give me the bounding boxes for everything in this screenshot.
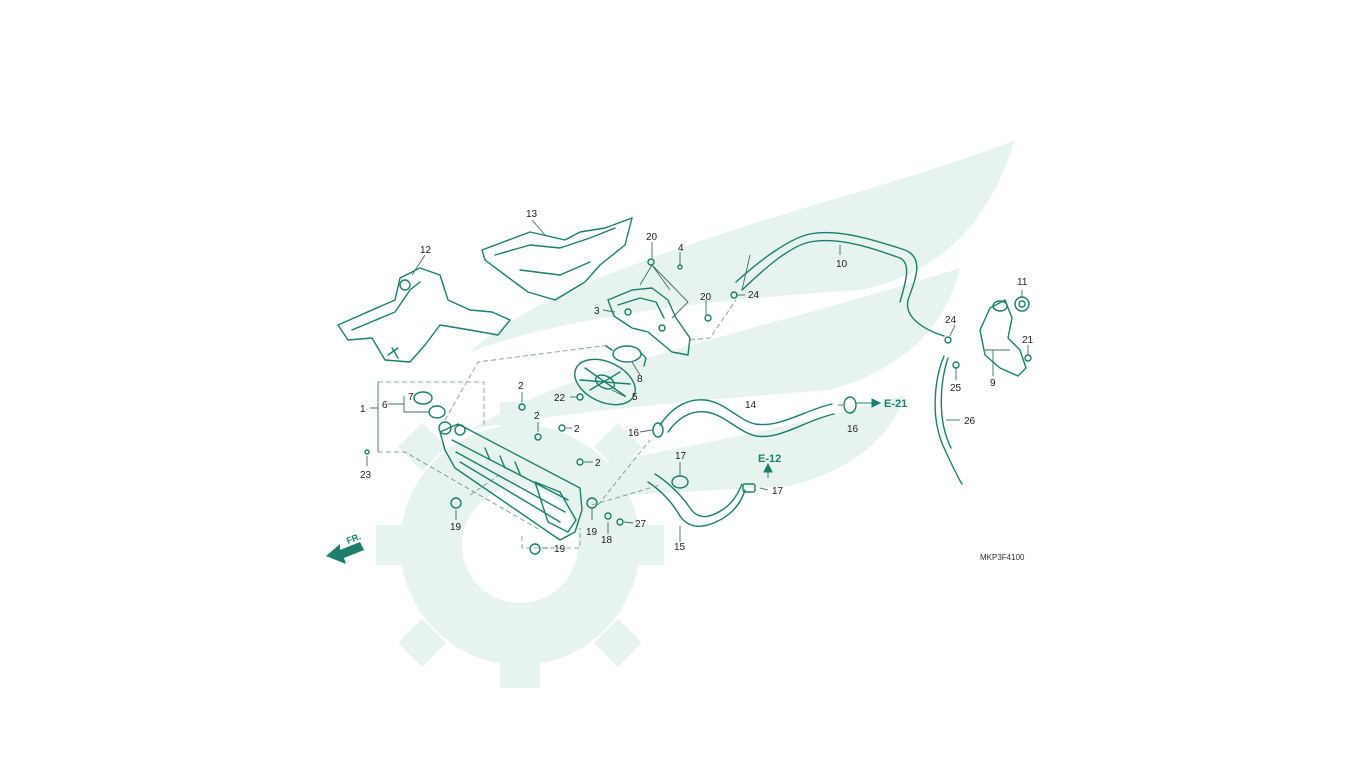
part-label[interactable]: 25: [950, 383, 962, 394]
drain-hose-26: [934, 355, 963, 485]
part-label[interactable]: 16: [628, 428, 640, 439]
part-label[interactable]: 11: [1017, 277, 1028, 288]
part-label[interactable]: 14: [745, 400, 757, 411]
reserve-cap-11: [1014, 296, 1030, 312]
wing-watermark: [470, 140, 1015, 505]
part-label[interactable]: 19: [554, 544, 566, 555]
part-label[interactable]: 26: [964, 416, 976, 427]
part-label[interactable]: 2: [534, 411, 540, 422]
part-label[interactable]: 20: [700, 292, 712, 303]
part-label[interactable]: 19: [450, 522, 462, 533]
part-label[interactable]: 2: [574, 424, 580, 435]
part-label[interactable]: 13: [526, 209, 538, 220]
part-label[interactable]: 16: [847, 424, 859, 435]
part-label[interactable]: 1: [360, 404, 366, 415]
part-label[interactable]: 22: [554, 393, 566, 404]
part-label[interactable]: 6: [382, 400, 388, 411]
part-label[interactable]: 12: [420, 245, 432, 256]
part-label[interactable]: 4: [678, 243, 684, 254]
radiator-shroud-12: [337, 267, 511, 363]
fan-5: [574, 358, 636, 406]
part-label[interactable]: 3: [594, 306, 600, 317]
leader-lines: [366, 219, 1029, 549]
callout-arrows: [763, 398, 882, 478]
part-label[interactable]: 27: [635, 519, 647, 530]
front-arrow-icon: FR.: [326, 531, 364, 564]
part-label[interactable]: 5: [632, 392, 638, 403]
part-label[interactable]: 17: [772, 486, 784, 497]
part-labels: 12 13 20 4 3 20 24 10 11 24 21 9 25 26 8…: [360, 209, 1034, 555]
part-label[interactable]: 19: [586, 527, 598, 538]
part-label[interactable]: 9: [990, 378, 996, 389]
part-label[interactable]: 7: [408, 392, 414, 403]
part-label[interactable]: 2: [595, 458, 601, 469]
radiator-1: [438, 421, 583, 541]
fan-motor-8: [605, 345, 647, 367]
part-label[interactable]: 10: [836, 259, 848, 270]
part-label[interactable]: 18: [601, 535, 613, 546]
part-label[interactable]: 24: [945, 315, 957, 326]
small-fasteners: [364, 258, 1032, 555]
radiator-cap-6: [413, 391, 446, 419]
lower-hose-15: [647, 473, 746, 527]
part-label[interactable]: 2: [518, 381, 524, 392]
part-label[interactable]: 20: [646, 232, 658, 243]
part-label[interactable]: 8: [637, 374, 643, 385]
overflow-hose-10: [735, 231, 945, 337]
callout-e12[interactable]: E-12: [758, 453, 781, 465]
part-label[interactable]: 15: [674, 542, 686, 553]
part-label[interactable]: 17: [675, 451, 687, 462]
part-label[interactable]: 21: [1022, 335, 1034, 346]
diagram-code: MKP3F4100: [980, 553, 1025, 562]
lower-cover-13: [481, 217, 633, 301]
dashed-group-lines: [378, 299, 737, 549]
reserve-tank-9: [979, 299, 1027, 377]
fan-shroud-3: [607, 287, 691, 356]
part-label[interactable]: 23: [360, 470, 372, 481]
upper-hose-14: [659, 399, 835, 438]
callout-e21[interactable]: E-21: [884, 398, 907, 410]
part-label[interactable]: 24: [748, 290, 760, 301]
